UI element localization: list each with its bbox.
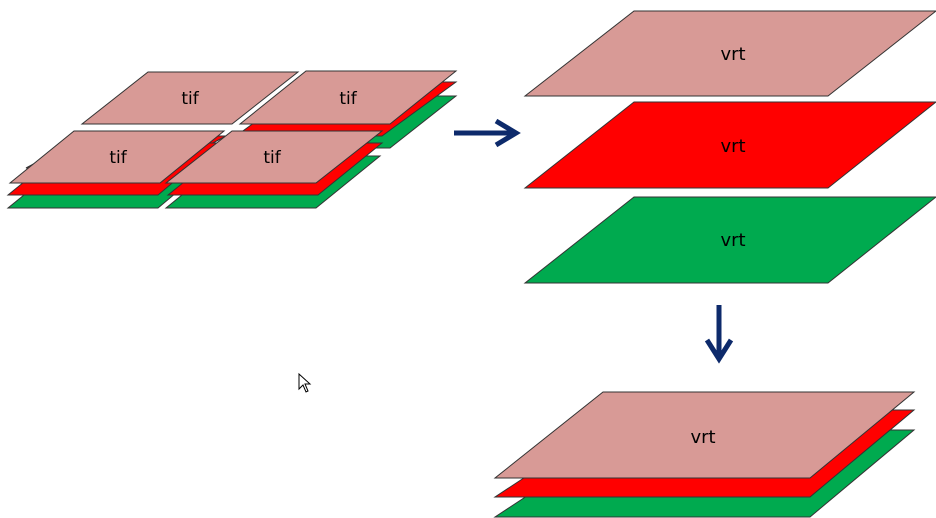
tile-top-right: tif	[234, 70, 458, 149]
tile-top-right-label: tif	[339, 89, 357, 109]
vrt-pink-layer: vrt	[523, 10, 936, 97]
stacked-vrt: vrt	[493, 391, 916, 518]
tile-bottom-left: tif	[6, 130, 226, 209]
tile-bottom-left-pink-layer	[8, 130, 226, 184]
tile-top-right-pink-layer	[238, 70, 458, 125]
arrow-right-icon	[454, 118, 521, 148]
tile-top-left-pink-layer	[80, 71, 300, 125]
vrt-red-layer: vrt	[523, 101, 936, 189]
tile-bottom-left-label: tif	[109, 148, 127, 168]
separate-vrt-layers: vrt vrt vrt	[523, 10, 936, 284]
vrt-pink-shape	[523, 10, 936, 97]
tile-top-left-label: tif	[181, 89, 199, 109]
vrt-green-shape	[523, 196, 936, 284]
arrow-down-icon	[704, 305, 734, 364]
stacked-vrt-label: vrt	[690, 427, 715, 448]
vrt-red-shape	[523, 101, 936, 189]
tile-bottom-right: tif	[164, 130, 384, 209]
mouse-pointer-icon	[298, 372, 312, 393]
tile-bottom-right-pink-layer	[164, 130, 384, 184]
vrt-green-label: vrt	[720, 230, 745, 251]
stacked-vrt-pink-layer	[493, 391, 916, 479]
tile-grid: tif tif tif tif	[6, 70, 458, 209]
vrt-red-label: vrt	[720, 136, 745, 157]
tile-bottom-right-label: tif	[263, 148, 281, 168]
vrt-pink-label: vrt	[720, 44, 745, 65]
vrt-green-layer: vrt	[523, 196, 936, 284]
